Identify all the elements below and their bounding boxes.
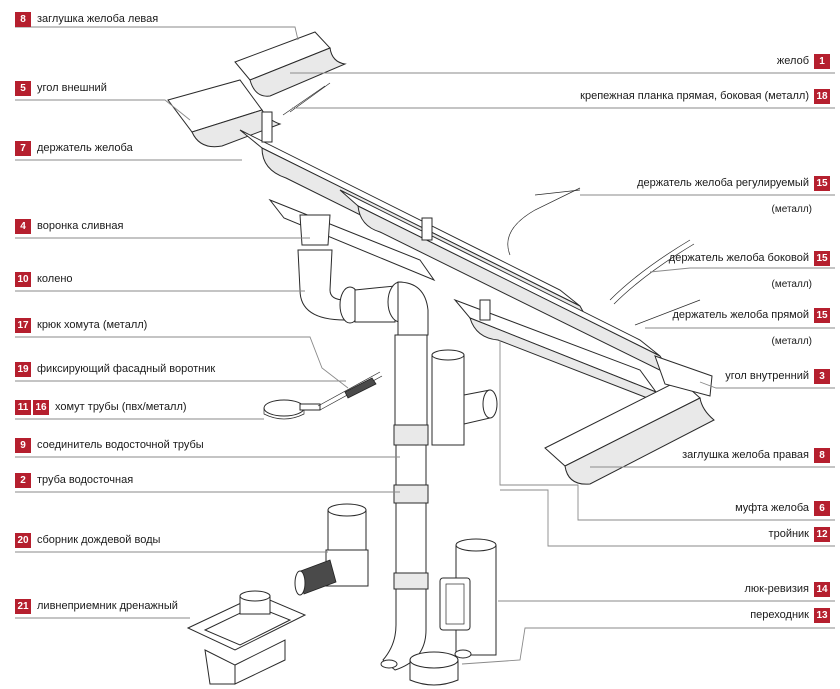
- label-rain-collector: 20 сборник дождевой воды: [15, 532, 160, 548]
- rain-collector: [294, 503, 369, 596]
- label-external-corner: 5 угол внешний: [15, 80, 107, 96]
- label-gutter-coupling: муфта желоба 6: [735, 500, 830, 516]
- label-text: труба водосточная: [37, 474, 134, 486]
- label-number: 2: [15, 472, 31, 488]
- gutter-hangers: [261, 82, 701, 326]
- downpipe-assembly: [297, 214, 429, 671]
- label-gutter-end-cap-right: заглушка желоба правая 8: [682, 447, 830, 463]
- label-tee: тройник 12: [769, 526, 830, 542]
- label-number: 12: [814, 526, 830, 542]
- adapter: [409, 651, 459, 686]
- label-clamp-hook: 17 крюк хомута (металл): [15, 317, 147, 333]
- label-number: 9: [15, 437, 31, 453]
- label-number: 13: [814, 607, 830, 623]
- inspection-hatch: [439, 538, 497, 659]
- label-text: крюк хомута (металл): [37, 319, 148, 331]
- label-number: 15: [814, 175, 830, 191]
- label-internal-corner: угол внутренний 3: [725, 368, 830, 384]
- label-text: держатель желоба прямой: [672, 309, 810, 321]
- label-text: держатель желоба боковой: [668, 252, 809, 264]
- label-number: 4: [15, 218, 31, 234]
- gutter-lower-right-run: [544, 355, 715, 485]
- label-number: 15: [814, 307, 830, 323]
- label-number: 11: [15, 399, 31, 415]
- label-elbow: 10 колено: [15, 271, 73, 287]
- label-text: люк-ревизия: [744, 583, 809, 595]
- label-number: 5: [15, 80, 31, 96]
- label-number: 1: [814, 53, 830, 69]
- label-number: 3: [814, 368, 830, 384]
- label-note: (металл): [771, 204, 812, 215]
- label-text: сборник дождевой воды: [37, 534, 161, 546]
- label-mounting-strip: крепежная планка прямая, боковая (металл…: [580, 88, 830, 104]
- label-number: 8: [15, 11, 31, 27]
- drain-gully: [186, 590, 307, 685]
- label-number: 7: [15, 140, 31, 156]
- label-number: 21: [15, 598, 31, 614]
- label-note: (металл): [771, 279, 812, 290]
- label-text: заглушка желоба правая: [682, 449, 809, 461]
- label-adapter: переходник 13: [750, 607, 830, 623]
- label-number: 17: [15, 317, 31, 333]
- label-drain-gully: 21 ливнеприемник дренажный: [15, 598, 178, 614]
- label-number: 16: [33, 399, 49, 415]
- label-number: 20: [15, 532, 31, 548]
- label-text: колено: [37, 273, 73, 285]
- label-gutter-holder: 7 держатель желоба: [15, 140, 133, 156]
- label-text: держатель желоба: [37, 142, 133, 154]
- label-number: 10: [15, 271, 31, 287]
- label-text: угол внутренний: [725, 370, 809, 382]
- label-text: хомут трубы (пвх/металл): [55, 401, 187, 413]
- label-text: заглушка желоба левая: [37, 13, 159, 25]
- label-side-holder: держатель желоба боковой 15: [669, 250, 830, 266]
- label-text: переходник: [750, 609, 809, 621]
- label-drain-funnel: 4 воронка сливная: [15, 218, 123, 234]
- label-number: 18: [814, 88, 830, 104]
- label-text: муфта желоба: [735, 502, 809, 514]
- pipe-clamp: [263, 371, 383, 420]
- label-text: тройник: [768, 528, 809, 540]
- leader-lines: [15, 26, 835, 665]
- label-gutter-end-cap-left: 8 заглушка желоба левая: [15, 11, 158, 27]
- label-downpipe: 2 труба водосточная: [15, 472, 133, 488]
- label-number: 19: [15, 361, 31, 377]
- label-adjustable-holder: держатель желоба регулируемый 15: [637, 175, 830, 191]
- label-text: держатель желоба регулируемый: [637, 177, 809, 189]
- label-text: желоб: [776, 55, 809, 67]
- label-text: фиксирующий фасадный воротник: [37, 363, 216, 375]
- gutter-upper-run: [167, 31, 347, 148]
- label-straight-holder: держатель желоба прямой 15: [672, 307, 830, 323]
- label-text: крепежная планка прямая, боковая (металл…: [580, 90, 809, 102]
- label-text: ливнеприемник дренажный: [37, 600, 178, 612]
- label-number: 14: [814, 581, 830, 597]
- label-text: воронка сливная: [37, 220, 124, 232]
- label-facade-collar: 19 фиксирующий фасадный воротник: [15, 361, 215, 377]
- label-inspection-hatch: люк-ревизия 14: [744, 581, 830, 597]
- label-text: угол внешний: [37, 82, 107, 94]
- tee-piece: [431, 349, 498, 446]
- label-number: 15: [814, 250, 830, 266]
- label-number: 6: [814, 500, 830, 516]
- label-pipe-connector: 9 соединитель водосточной трубы: [15, 437, 204, 453]
- label-number: 8: [814, 447, 830, 463]
- label-text: соединитель водосточной трубы: [37, 439, 204, 451]
- label-pipe-clamp: 11 16 хомут трубы (пвх/металл): [15, 399, 187, 415]
- label-note: (металл): [771, 336, 812, 347]
- label-gutter: желоб 1: [777, 53, 830, 69]
